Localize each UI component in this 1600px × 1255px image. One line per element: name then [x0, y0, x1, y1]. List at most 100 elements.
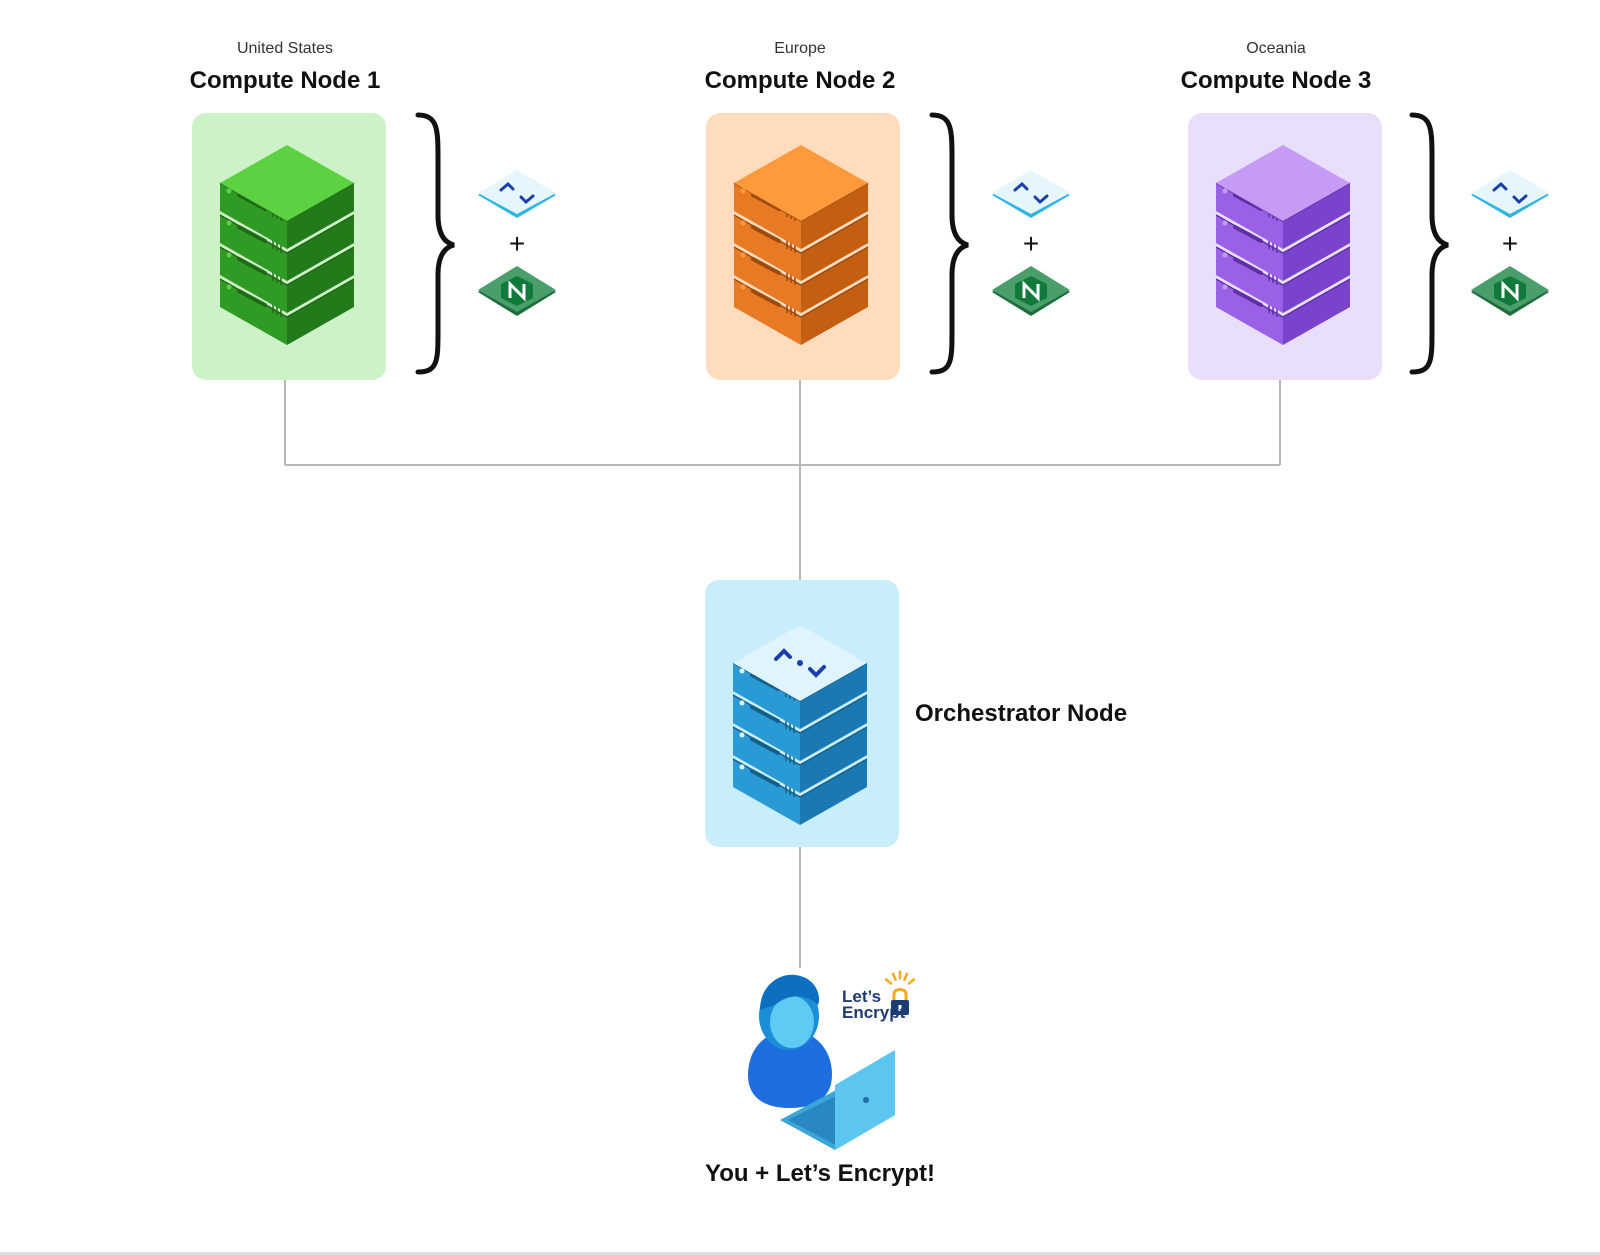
status-led: [226, 220, 232, 226]
tile-logo: [1013, 181, 1049, 205]
status-led: [739, 764, 745, 770]
server-top-face: [220, 145, 354, 221]
sun-ray: [907, 978, 916, 985]
orchestrator-label: Orchestrator Node: [915, 700, 1128, 727]
layer-right-face: [1283, 215, 1350, 281]
orchestrator-logo-mark: [774, 648, 826, 678]
drive-slot: [750, 769, 780, 787]
status-led: [1222, 220, 1228, 226]
server-top-face: [1216, 145, 1350, 221]
server-layer: [1215, 246, 1351, 313]
layer-left-face: [734, 247, 801, 313]
status-led: [1222, 284, 1228, 290]
nginx-tile-icon: [992, 266, 1070, 316]
layer-left-face: [733, 727, 800, 793]
lets-encrypt-line-1: Let’s: [842, 987, 882, 1006]
tile-top: [992, 170, 1070, 214]
layer-right-face: [1283, 247, 1350, 313]
drive-slot: [751, 225, 781, 243]
server-layer: [733, 246, 869, 313]
server-layer: [219, 214, 355, 281]
brace-1: [415, 112, 455, 375]
laptop-logo: [863, 1097, 869, 1103]
node-3-region-label: Oceania: [1246, 40, 1306, 57]
kubernetes-tile-icon: [992, 170, 1070, 218]
padlock-shackle: [892, 988, 908, 1000]
tile-top: [1471, 170, 1549, 214]
brace-group: [415, 112, 1449, 375]
status-led: [739, 668, 745, 674]
layer-right-face: [1283, 183, 1350, 249]
tile-logo: [1492, 181, 1528, 205]
status-led: [226, 252, 232, 258]
orchestrator-logo-dot: [797, 660, 803, 666]
drive-slot: [750, 737, 780, 755]
layer-right-face: [800, 695, 867, 761]
layer-left-face: [734, 183, 801, 249]
node-2-server-icon: [733, 145, 869, 345]
person-body: [748, 1030, 832, 1108]
layer-right-face: [287, 215, 354, 281]
node-1-region-label: United States: [236, 40, 334, 57]
drive-slot: [750, 705, 780, 723]
status-led: [740, 188, 746, 194]
node-3-server-icon: [1215, 145, 1351, 345]
drive-slot: [237, 257, 267, 275]
server-stacks: [219, 145, 1351, 825]
layer-right-face: [800, 759, 867, 825]
drive-slot: [1233, 289, 1263, 307]
layer-left-face: [733, 663, 800, 729]
nginx-letter-mark: [1022, 280, 1040, 302]
layer-right-face: [800, 663, 867, 729]
server-layer: [733, 278, 869, 345]
status-led: [740, 220, 746, 226]
server-layer: [732, 758, 868, 825]
layer-right-face: [801, 215, 868, 281]
server-layer: [732, 662, 868, 729]
layer-left-face: [220, 279, 287, 345]
layer-right-face: [801, 183, 868, 249]
server-layer: [732, 694, 868, 761]
status-led: [740, 284, 746, 290]
client-label: You + Let’s Encrypt!: [704, 1160, 936, 1187]
layer-right-face: [1283, 279, 1350, 345]
server-layer: [219, 246, 355, 313]
layer-left-face: [733, 759, 800, 825]
layer-right-face: [800, 727, 867, 793]
brace-2: [929, 112, 969, 375]
orchestrator-server-icon: [732, 625, 868, 825]
layer-right-face: [801, 279, 868, 345]
node-2-title: Compute Node 2: [704, 67, 896, 94]
person-face: [770, 996, 814, 1048]
plus-sign: +: [509, 228, 525, 259]
drive-slot: [237, 225, 267, 243]
status-led: [740, 252, 746, 258]
status-led: [1222, 252, 1228, 258]
drive-slot: [237, 193, 267, 211]
tile-top: [478, 170, 556, 214]
kubernetes-tile-icon: [1471, 170, 1549, 218]
nginx-tile-icon: [1471, 266, 1549, 316]
drive-slot: [1233, 225, 1263, 243]
plus-sign: +: [1023, 228, 1039, 259]
addon-icons: +++: [478, 170, 1549, 316]
layer-left-face: [734, 279, 801, 345]
nginx-letter-mark: [508, 280, 526, 302]
nginx-letter-mark: [1501, 280, 1519, 302]
padlock-keyhole: [898, 1005, 902, 1011]
lets-encrypt-line-2: Encrypt: [842, 1003, 906, 1022]
drive-slot: [1233, 193, 1263, 211]
status-led: [226, 284, 232, 290]
drive-slot: [1233, 257, 1263, 275]
drive-slot: [750, 673, 780, 691]
sun-ray: [903, 972, 909, 981]
person-hair: [760, 974, 820, 1010]
server-layer: [1215, 278, 1351, 345]
layer-left-face: [220, 215, 287, 281]
kubernetes-tile-icon: [478, 170, 556, 218]
layer-left-face: [220, 183, 287, 249]
layer-right-face: [287, 247, 354, 313]
bottom-divider: [0, 1252, 1600, 1255]
tile-logo: [499, 181, 535, 205]
